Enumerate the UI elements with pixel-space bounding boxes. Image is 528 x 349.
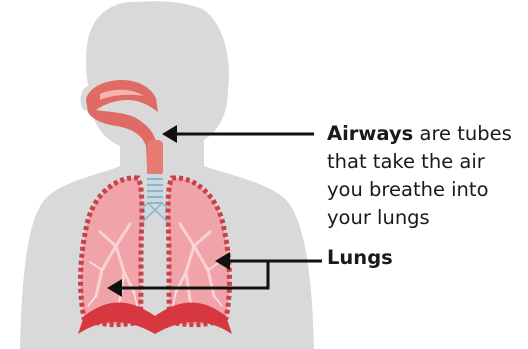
larynx <box>147 140 163 176</box>
airways-line-3: you breathe into <box>327 176 527 204</box>
lungs-label: Lungs <box>327 244 393 272</box>
body-silhouette <box>20 1 314 349</box>
airways-term: Airways <box>327 122 413 145</box>
airways-line-2: that take the air <box>327 148 527 176</box>
airways-line-1: Airways are tubes <box>327 120 527 148</box>
airways-line-1-rest: are tubes <box>413 122 511 145</box>
airways-line-4: your lungs <box>327 204 527 232</box>
airways-description: Airways are tubes that take the air you … <box>327 120 527 232</box>
